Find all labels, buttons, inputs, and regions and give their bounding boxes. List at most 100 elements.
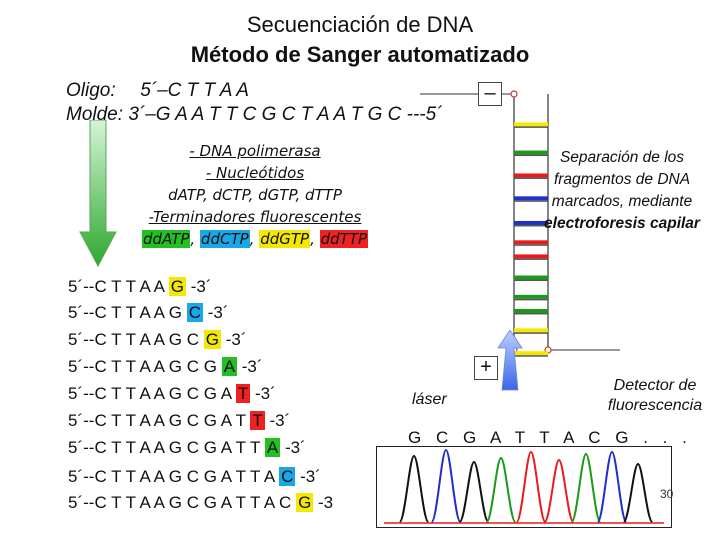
- title-line-2: Método de Sanger automatizado: [190, 42, 530, 67]
- chromatogram-peak: [570, 452, 602, 523]
- fragment-line: 5´--C T T A A G C G A T T A C -3´: [68, 467, 321, 487]
- capillary-band-shadow: [514, 279, 548, 282]
- fragment-prefix: 5´--C T T A A G C G A: [68, 384, 236, 403]
- chromatogram-peak: [622, 462, 654, 523]
- ddgtp-label: ddGTP: [259, 230, 311, 248]
- fragment-suffix: -3´: [250, 384, 276, 403]
- molde-sequence: 3´–G A A T T C G C T A A T G C ---5´: [128, 104, 443, 125]
- sep-1: ,: [190, 230, 200, 248]
- separation-text: Separación de los fragmentos de DNA marc…: [551, 149, 693, 210]
- separation-method: electroforesis capilar: [544, 215, 700, 232]
- terminator-base: T: [235, 384, 251, 403]
- fragment-prefix: 5´--C T T A A G C G A T T A C: [68, 493, 297, 512]
- negative-electrode: –: [478, 82, 502, 106]
- oligo-label: Oligo:: [66, 80, 116, 101]
- chromatogram-peak: [458, 460, 490, 523]
- terminator-base: G: [203, 330, 221, 349]
- fragment-line: 5´--C T T A A G C G A T -3´: [68, 384, 276, 404]
- reagent-nucleotides: - Nucleótidos: [205, 164, 305, 182]
- capillary-band: [514, 220, 548, 225]
- terminator-base: C: [279, 467, 296, 486]
- capillary-band-shadow: [514, 200, 548, 202]
- fragment-line: 5´--C T T A A G C G -3´: [68, 330, 246, 350]
- molde-label: Molde:: [66, 104, 124, 125]
- reagent-dntps: dATP, dCTP, dGTP, dTTP: [168, 186, 342, 204]
- fragment-suffix: -3´: [203, 303, 229, 322]
- capillary-band: [514, 240, 548, 245]
- capillary-band: [514, 294, 548, 299]
- ddatp-label: ddATP: [141, 230, 191, 248]
- capillary-band-shadow: [514, 224, 548, 227]
- capillary-band-shadow: [514, 177, 548, 179]
- capillary-band: [514, 196, 548, 201]
- capillary-band: [514, 351, 548, 356]
- sep-3: ,: [310, 230, 320, 248]
- fragment-prefix: 5´--C T T A A G C G: [68, 357, 222, 376]
- capillary-band: [514, 150, 548, 155]
- laser-beam: [497, 330, 523, 391]
- chromatogram-peak: [485, 456, 517, 523]
- fragment-line: 5´--C T T A A G C -3´: [68, 303, 229, 323]
- capillary-band: [514, 308, 548, 313]
- chromatogram-peak: [430, 448, 462, 523]
- terminator-base: T: [250, 411, 265, 430]
- capillary-band-shadow: [514, 355, 548, 357]
- fragment-suffix: -3´: [237, 357, 263, 376]
- capillary-band-shadow: [514, 154, 548, 157]
- fragment-suffix: -3´: [220, 330, 247, 349]
- capillary-band: [514, 275, 548, 280]
- terminator-base: A: [264, 438, 281, 457]
- capillary-band-shadow: [514, 332, 548, 334]
- reagent-terminators: -Terminadores fluorescentes: [148, 208, 362, 226]
- fragment-line: 5´--C T T A A G -3´: [68, 277, 212, 297]
- capillary-band-shadow: [514, 312, 548, 315]
- fragment-prefix: 5´--C T T A A G: [68, 303, 187, 322]
- terminator-base: C: [186, 303, 204, 322]
- fragment-line: 5´--C T T A A G C G A T T -3´: [68, 411, 290, 431]
- ddctp-label: ddCTP: [199, 230, 250, 248]
- fragment-prefix: 5´--C T T A A G C G A T T A: [68, 467, 280, 486]
- chromatogram-peak: [596, 450, 628, 523]
- chromatogram-peak: [515, 450, 547, 523]
- capillary-band: [514, 254, 548, 259]
- terminator-base: G: [296, 493, 314, 512]
- capillary-band: [514, 173, 548, 178]
- fragment-suffix: -3´: [280, 438, 306, 457]
- chromatogram-peak: [398, 454, 430, 523]
- capillary-band-shadow: [514, 298, 548, 301]
- capillary-band: [514, 122, 548, 127]
- fragment-suffix: -3´: [186, 277, 212, 296]
- detector-label: Detector de fluorescencia: [607, 377, 703, 414]
- capillary-band-shadow: [514, 258, 548, 260]
- separation-caption: Separación de los fragmentos de DNA marc…: [536, 147, 708, 235]
- sequence-read: G C G A T T A C G . . .: [408, 428, 688, 447]
- capillary-band-shadow: [514, 126, 548, 128]
- page-number: 30: [660, 487, 674, 501]
- positive-electrode: +: [474, 356, 498, 380]
- fragment-prefix: 5´--C T T A A G C: [68, 330, 204, 349]
- chromatogram: [376, 446, 672, 528]
- reagent-ddntps: ddATP, ddCTP, ddGTP, ddTTP: [125, 228, 385, 250]
- chromatogram-peak: [543, 458, 575, 523]
- reagents-box: - DNA polimerasa - Nucleótidos dATP, dCT…: [125, 140, 385, 250]
- reaction-arrow: [79, 120, 117, 268]
- oligo-sequence: 5´–C T T A A: [140, 80, 249, 101]
- ddttp-label: ddTTP: [319, 230, 369, 248]
- fragment-suffix: -3´: [264, 411, 291, 430]
- fragment-suffix: -3: [313, 493, 334, 512]
- terminator-base: A: [221, 357, 238, 376]
- fragment-prefix: 5´--C T T A A G C G A T: [68, 411, 251, 430]
- title-line-1: Secuenciación de DNA: [246, 12, 474, 37]
- fragment-line: 5´--C T T A A G C G A -3´: [68, 357, 263, 377]
- capillary-electrophoresis: [420, 90, 620, 357]
- molde-row: Molde: 3´–G A A T T C G C T A A T G C --…: [66, 104, 443, 126]
- terminator-base: G: [168, 277, 187, 296]
- fragment-line: 5´--C T T A A G C G A T T A -3´: [68, 438, 306, 458]
- fragment-prefix: 5´--C T T A A: [68, 277, 169, 296]
- laser-label: láser: [412, 391, 447, 408]
- fragment-line: 5´--C T T A A G C G A T T A C G -3: [68, 493, 333, 513]
- oligo-row: Oligo: 5´–C T T A A: [66, 80, 249, 102]
- capillary-band-shadow: [514, 244, 548, 246]
- fragment-suffix: -3´: [295, 467, 321, 486]
- fragment-prefix: 5´--C T T A A G C G A T T: [68, 438, 265, 457]
